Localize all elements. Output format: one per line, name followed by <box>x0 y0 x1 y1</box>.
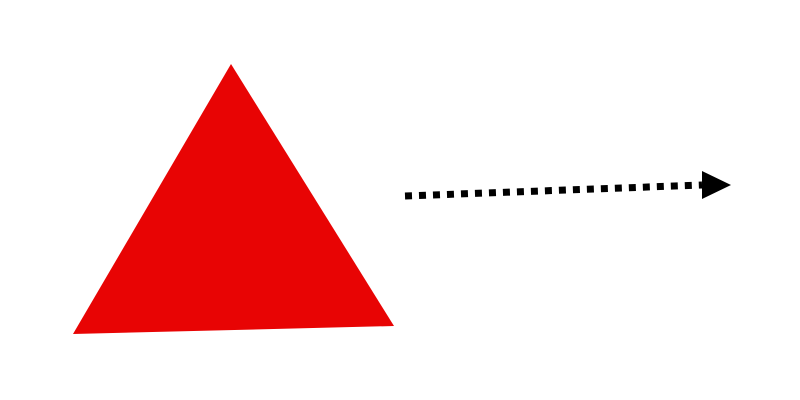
dotted-arrow <box>404 171 731 200</box>
red-triangle <box>73 64 394 334</box>
arrow-head <box>702 171 731 199</box>
